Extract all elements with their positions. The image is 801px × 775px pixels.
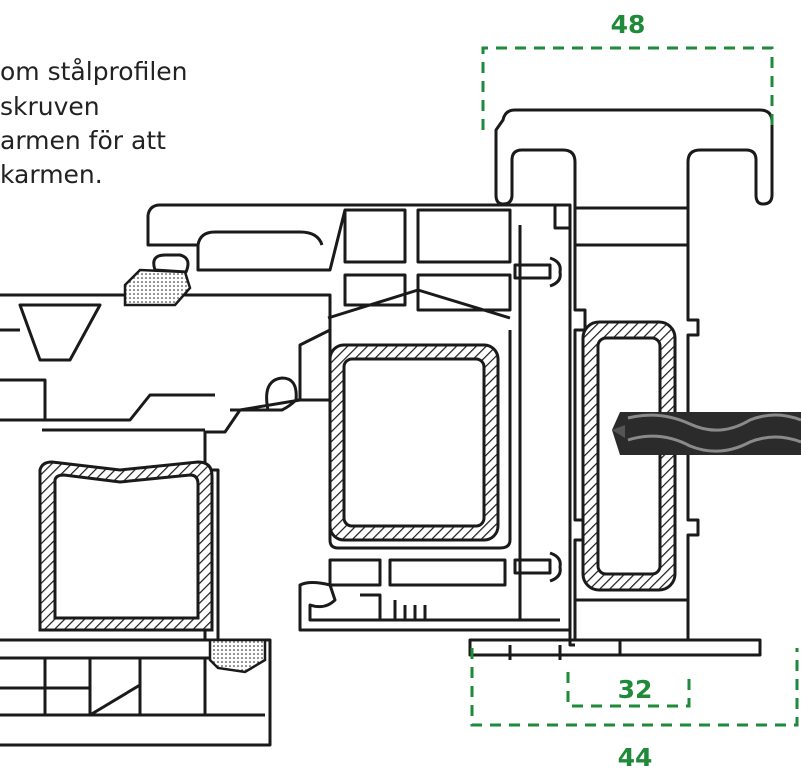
sash-profile xyxy=(146,203,572,632)
dimension-32-label: 32 xyxy=(618,675,653,704)
caption-line-3: armen för att xyxy=(0,126,166,155)
dimension-44-label: 44 xyxy=(618,743,653,770)
sash-steel-profile xyxy=(328,343,500,542)
gaskets xyxy=(123,268,267,674)
drill-bit-icon xyxy=(612,412,801,455)
frame-steel-profile xyxy=(581,320,677,592)
dimension-44-line xyxy=(470,648,799,727)
caption-line-2: skruven xyxy=(0,92,100,121)
caption-line-4: karmen. xyxy=(0,160,103,189)
left-steel-profile xyxy=(38,460,214,632)
dimension-48-label: 48 xyxy=(611,10,646,39)
dimension-lines xyxy=(470,46,799,727)
caption-line-1: om stålprofilen xyxy=(0,57,188,86)
dimension-48-line xyxy=(481,46,774,130)
dimension-32-line xyxy=(566,672,691,708)
